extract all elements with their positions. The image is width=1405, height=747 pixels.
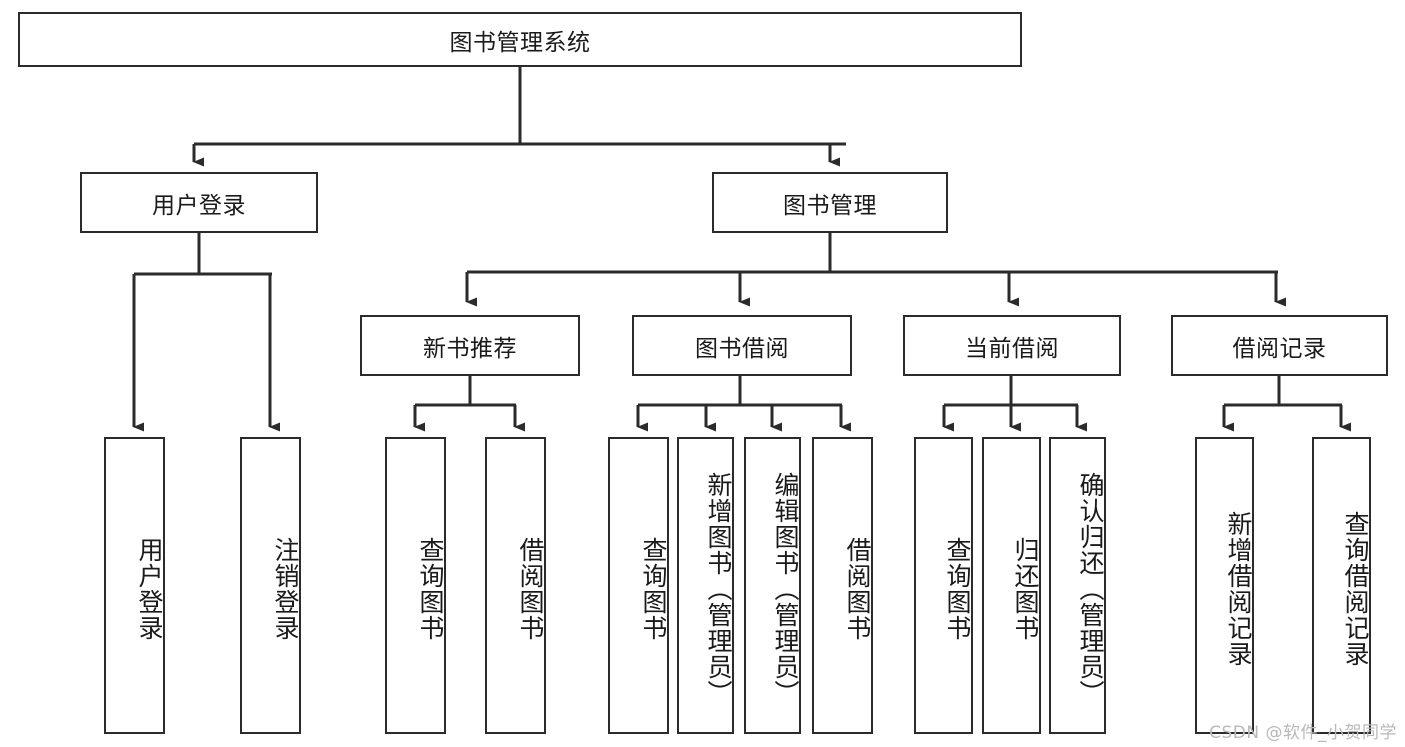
node-leaf-borrow-book-1[interactable]: 借阅图书 bbox=[485, 437, 546, 734]
node-leaf-query-record[interactable]: 查询借阅记录 bbox=[1312, 437, 1371, 734]
node-leaf-edit-book-label: 编辑图书（管理员） bbox=[771, 471, 800, 706]
node-leaf-add-book-label: 新增图书（管理员） bbox=[704, 471, 733, 706]
node-book-manage-label: 图书管理 bbox=[783, 192, 877, 219]
node-new-book-rec[interactable]: 新书推荐 bbox=[360, 315, 580, 376]
node-current-borrow[interactable]: 当前借阅 bbox=[903, 315, 1121, 376]
node-leaf-query-book-1[interactable]: 查询图书 bbox=[385, 437, 446, 734]
node-leaf-borrow-book-1-label: 借阅图书 bbox=[516, 536, 545, 641]
node-leaf-query-record-label: 查询借阅记录 bbox=[1341, 510, 1370, 667]
node-borrow-record[interactable]: 借阅记录 bbox=[1171, 315, 1388, 376]
node-leaf-borrow-book-2[interactable]: 借阅图书 bbox=[812, 437, 873, 734]
node-leaf-query-book-2-label: 查询图书 bbox=[639, 536, 668, 641]
node-book-borrow[interactable]: 图书借阅 bbox=[632, 315, 852, 376]
node-root[interactable]: 图书管理系统 bbox=[18, 12, 1022, 67]
node-new-book-rec-label: 新书推荐 bbox=[423, 335, 517, 362]
node-borrow-record-label: 借阅记录 bbox=[1232, 335, 1327, 362]
node-leaf-return-book[interactable]: 归还图书 bbox=[982, 437, 1041, 734]
node-leaf-query-book-3[interactable]: 查询图书 bbox=[914, 437, 973, 734]
node-book-manage[interactable]: 图书管理 bbox=[712, 172, 948, 233]
node-current-borrow-label: 当前借阅 bbox=[965, 335, 1059, 362]
csdn-watermark: CSDN @软件_小贺同学 bbox=[1209, 723, 1397, 743]
node-leaf-add-book[interactable]: 新增图书（管理员） bbox=[677, 437, 734, 734]
node-leaf-return-book-label: 归还图书 bbox=[1011, 536, 1040, 641]
node-leaf-edit-book[interactable]: 编辑图书（管理员） bbox=[744, 437, 801, 734]
node-leaf-query-book-1-label: 查询图书 bbox=[416, 536, 445, 641]
node-root-label: 图书管理系统 bbox=[449, 29, 591, 56]
node-leaf-confirm-return-label: 确认归还（管理员） bbox=[1076, 471, 1105, 706]
node-user-login[interactable]: 用户登录 bbox=[80, 172, 318, 233]
node-leaf-user-login[interactable]: 用户登录 bbox=[104, 437, 165, 734]
node-leaf-add-record-label: 新增借阅记录 bbox=[1224, 510, 1253, 667]
node-leaf-user-login-label: 用户登录 bbox=[135, 536, 164, 641]
node-user-login-label: 用户登录 bbox=[152, 192, 246, 219]
node-leaf-logout[interactable]: 注销登录 bbox=[240, 437, 301, 734]
node-leaf-confirm-return[interactable]: 确认归还（管理员） bbox=[1049, 437, 1106, 734]
node-leaf-query-book-3-label: 查询图书 bbox=[943, 536, 972, 641]
node-book-borrow-label: 图书借阅 bbox=[695, 335, 789, 362]
node-leaf-borrow-book-2-label: 借阅图书 bbox=[843, 536, 872, 641]
node-leaf-logout-label: 注销登录 bbox=[271, 536, 300, 641]
node-leaf-query-book-2[interactable]: 查询图书 bbox=[608, 437, 669, 734]
node-leaf-add-record[interactable]: 新增借阅记录 bbox=[1195, 437, 1254, 734]
